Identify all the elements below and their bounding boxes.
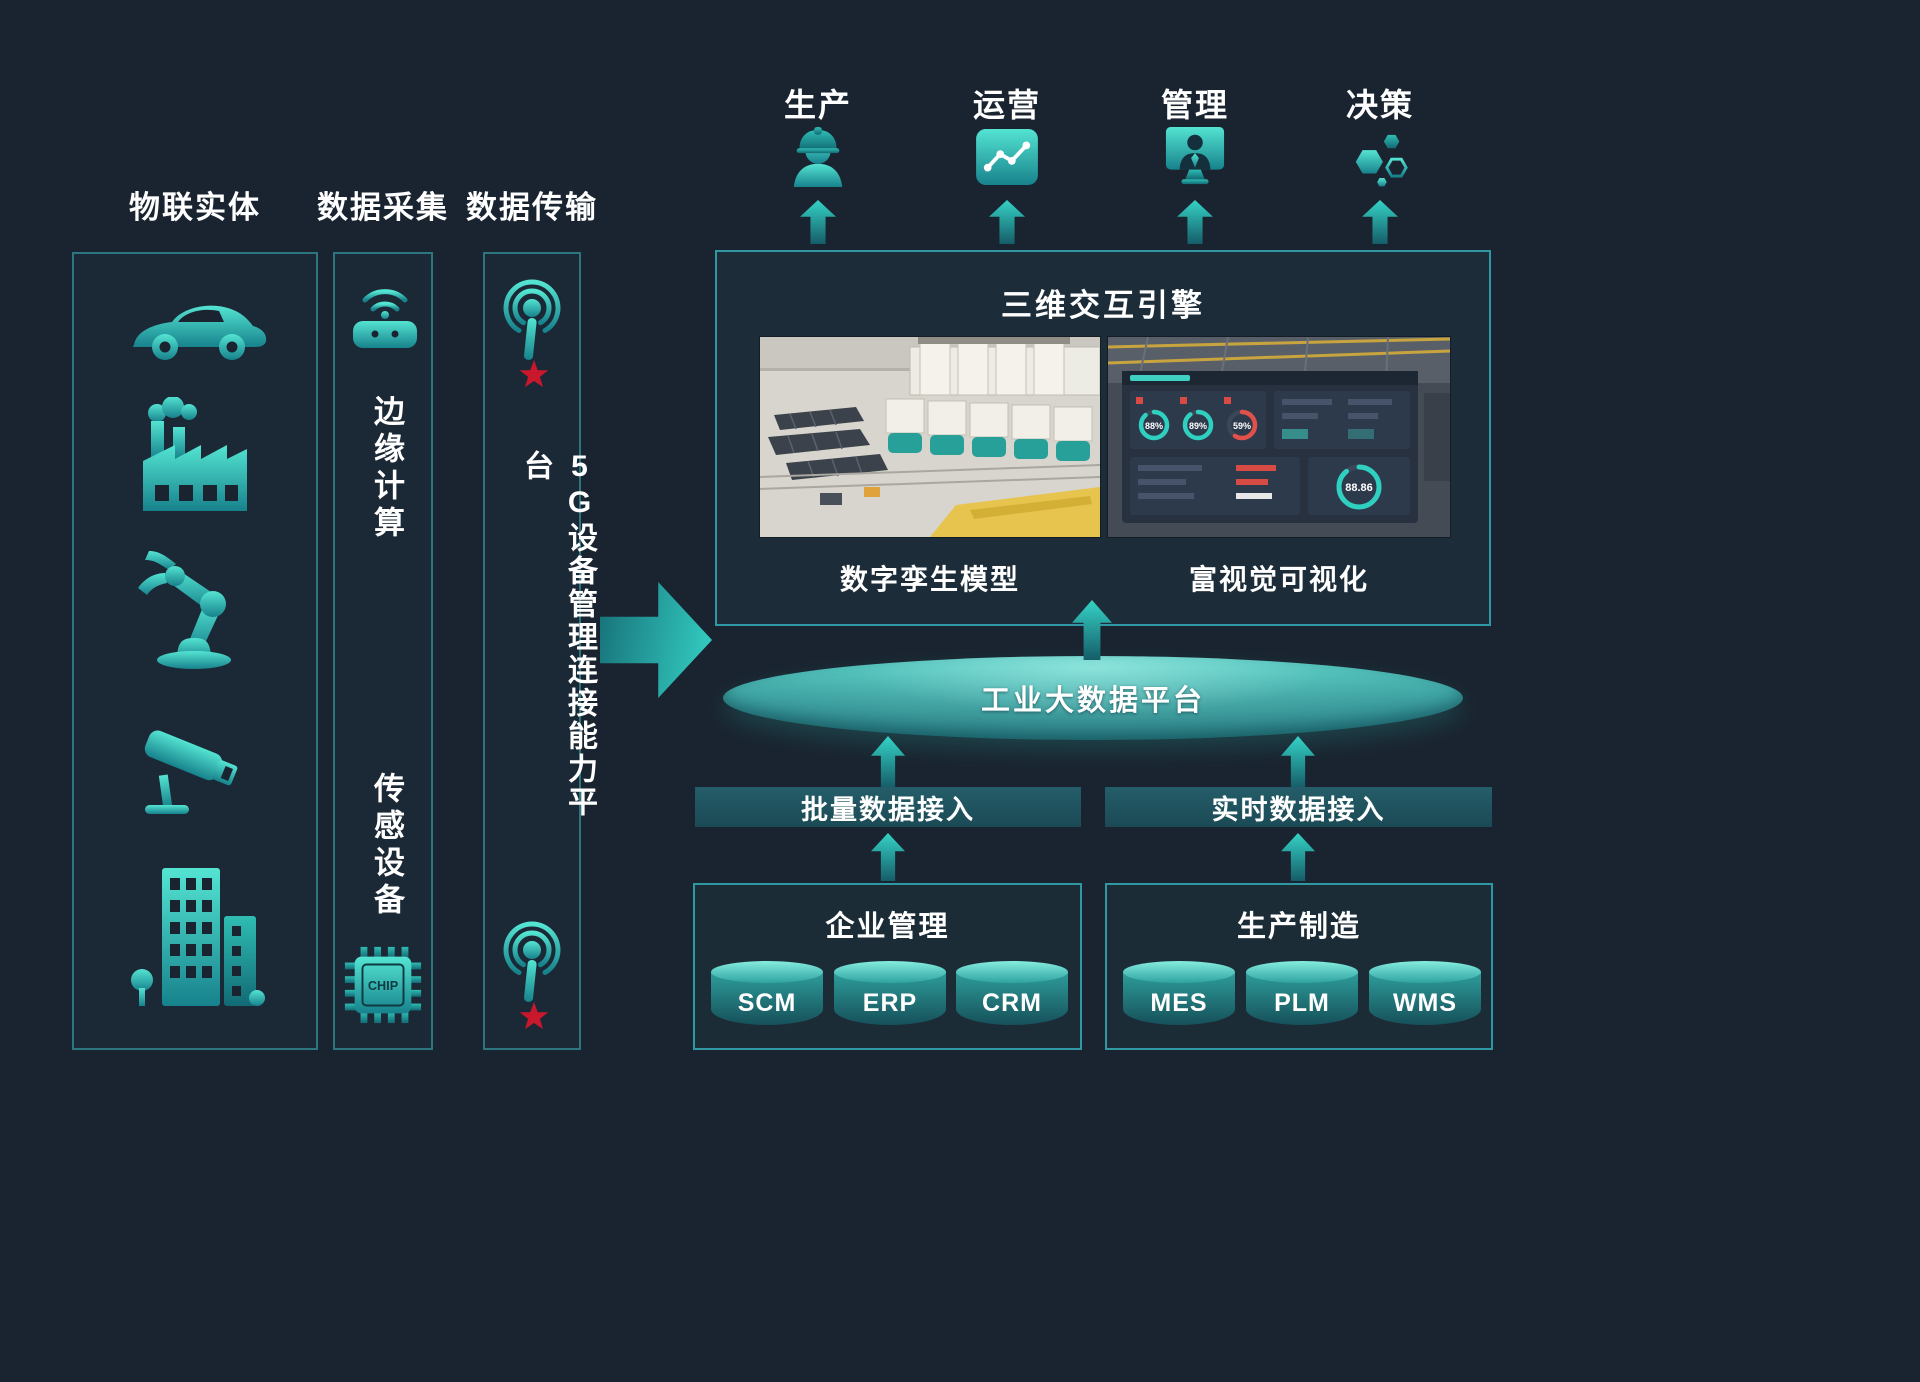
up-arrow	[871, 736, 905, 788]
output-decision-label: 决策	[1345, 87, 1414, 123]
big-data-platform-label: 工业大数据平台	[980, 685, 1205, 717]
engine-title: 三维交互引擎	[1001, 288, 1205, 323]
erp-label: ERP	[862, 989, 918, 1017]
up-arrow	[1177, 200, 1213, 244]
collection-column-title: 数据采集	[317, 190, 449, 225]
iot-column-title: 物联实体	[129, 190, 261, 225]
up-arrow	[800, 200, 836, 244]
chart-icon	[976, 124, 1038, 190]
output-operations-label: 运营	[972, 87, 1041, 123]
signal-antenna-icon	[494, 918, 570, 1006]
cylinder-top	[1369, 961, 1481, 983]
crm-cylinder: CRM	[956, 961, 1068, 1025]
big-data-platform: 工业大数据平台	[723, 656, 1463, 740]
red-star-icon	[519, 1002, 549, 1030]
output-decision: 决策	[1310, 80, 1450, 244]
output-operations: 运营	[937, 80, 1077, 244]
up-arrow	[1281, 736, 1315, 788]
chip-icon: CHIP	[341, 942, 425, 1028]
wms-cylinder: WMS	[1369, 961, 1481, 1025]
erp-cylinder: ERP	[834, 961, 946, 1025]
factory-icon	[135, 397, 255, 517]
output-management: 管理	[1125, 80, 1265, 244]
production-manufacturing-panel: 生产制造 MES PLM WMS	[1105, 883, 1493, 1050]
batch-ingest-label: 批量数据接入	[801, 794, 975, 825]
rich-visualization-image: 88% 89% 59%	[1107, 336, 1451, 537]
sensor-device-label: 传感设备	[369, 772, 404, 920]
up-arrow	[1281, 833, 1315, 881]
car-icon	[120, 293, 270, 368]
buildings-icon	[122, 860, 267, 1012]
enterprise-management-title: 企业管理	[825, 911, 950, 943]
gauge-2-value: 89%	[1189, 421, 1207, 431]
mes-cylinder: MES	[1123, 961, 1235, 1025]
collection-column-box	[333, 252, 433, 1050]
scm-cylinder: SCM	[711, 961, 823, 1025]
transmission-column-box	[483, 252, 581, 1050]
wireless-router-icon	[343, 283, 427, 355]
cylinder-top	[1123, 961, 1235, 983]
worker-helmet-icon	[786, 124, 850, 190]
mes-label: MES	[1150, 989, 1208, 1017]
plm-label: PLM	[1274, 989, 1330, 1017]
chip-label: CHIP	[368, 979, 399, 993]
production-manufacturing-title: 生产制造	[1236, 911, 1361, 943]
up-arrow	[989, 200, 1025, 244]
signal-antenna-icon	[494, 276, 570, 364]
scm-label: SCM	[737, 989, 797, 1017]
gauge-1-value: 88%	[1145, 421, 1163, 431]
cylinder-top	[711, 961, 823, 983]
output-management-label: 管理	[1160, 87, 1229, 123]
cylinder-top	[834, 961, 946, 983]
five-g-platform-label: 5G设备管理连接能力平台	[519, 450, 596, 819]
enterprise-management-panel: 企业管理 SCM ERP CRM	[693, 883, 1082, 1050]
edge-computing-label: 边缘计算	[369, 395, 404, 543]
red-star-icon	[519, 360, 549, 388]
batch-ingest-bar: 批量数据接入	[695, 787, 1081, 827]
up-arrow	[871, 833, 905, 881]
plm-cylinder: PLM	[1246, 961, 1358, 1025]
wms-label: WMS	[1392, 989, 1458, 1017]
cctv-camera-icon	[137, 723, 252, 818]
engine-panel: 三维交互引擎	[715, 250, 1491, 626]
crm-label: CRM	[982, 989, 1042, 1017]
up-arrow	[1362, 200, 1398, 244]
output-production: 生产	[748, 80, 888, 244]
transmission-column-title: 数据传输	[466, 190, 598, 225]
rich-visualization-caption: 富视觉可视化	[1188, 564, 1369, 595]
big-gauge-value: 88.86	[1345, 482, 1373, 494]
cylinder-top	[956, 961, 1068, 983]
digital-twin-caption: 数字孪生模型	[839, 564, 1020, 595]
robot-arm-icon	[135, 548, 255, 670]
output-production-label: 生产	[783, 87, 852, 123]
manager-screen-icon	[1164, 124, 1226, 190]
hexagons-icon	[1350, 124, 1410, 190]
flow-right-arrow	[600, 582, 712, 698]
realtime-ingest-bar: 实时数据接入	[1105, 787, 1492, 827]
gauge-3-value: 59%	[1233, 421, 1251, 431]
cylinder-top	[1246, 961, 1358, 983]
realtime-ingest-label: 实时数据接入	[1211, 794, 1386, 825]
digital-twin-image	[759, 337, 1101, 537]
